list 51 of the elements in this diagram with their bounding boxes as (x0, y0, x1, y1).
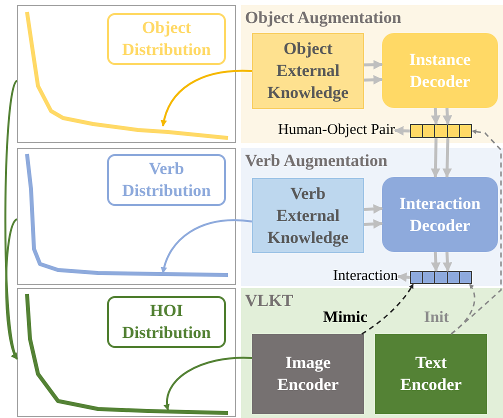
chart-tag (107, 296, 226, 348)
edge-label: Mimic (323, 309, 368, 327)
edge-label: Init (424, 309, 449, 327)
encoder-box (375, 334, 487, 414)
box-text: Verb External Knowledge (266, 182, 350, 248)
tag-text: HOI Distribution (121, 300, 212, 344)
arrow (364, 204, 383, 214)
token-bar (410, 271, 472, 284)
arrow (450, 129, 502, 335)
section-band (241, 148, 503, 286)
arrow (442, 252, 452, 272)
box-text: Human-Object Pair (278, 121, 395, 140)
box-text: Text Encoder (399, 352, 463, 396)
section-band (241, 5, 503, 143)
tag-text: Verb Distribution (121, 158, 212, 202)
arrow (164, 356, 252, 411)
box-text: Interaction (333, 267, 398, 286)
chart-tag (107, 154, 226, 206)
section-band (241, 288, 503, 418)
arrow (442, 108, 452, 125)
arrow (450, 284, 476, 335)
arrow (442, 138, 452, 178)
chart-tag (107, 13, 226, 65)
decoder-box (382, 177, 498, 252)
encoder-box (252, 334, 364, 414)
decoder-box (382, 33, 498, 108)
box-text: Object External Knowledge (266, 38, 350, 104)
knowledge-box (252, 33, 364, 109)
arrow (161, 219, 252, 274)
section-title: VLKT (245, 291, 294, 311)
arrow (430, 252, 441, 272)
chart-panel (17, 148, 236, 285)
box-text: Instance Decoder (408, 48, 472, 92)
arrow (364, 75, 383, 85)
tag-text: Object Distribution (121, 17, 212, 61)
arrow (364, 60, 383, 70)
token-bar (410, 124, 472, 138)
arrow (161, 70, 252, 127)
arrow (394, 126, 410, 136)
section-title: Object Augmentation (245, 8, 402, 28)
arrow (5, 218, 18, 360)
box-text: Image Encoder (276, 352, 340, 396)
knowledge-box (252, 178, 364, 253)
box-text: Interaction Decoder (398, 192, 482, 236)
arrow (361, 284, 414, 335)
arrow (430, 108, 440, 125)
arrow (4, 80, 18, 360)
arrow (364, 219, 383, 229)
arrow (397, 272, 410, 282)
arrow (430, 138, 440, 178)
section-title: Verb Augmentation (245, 151, 388, 171)
